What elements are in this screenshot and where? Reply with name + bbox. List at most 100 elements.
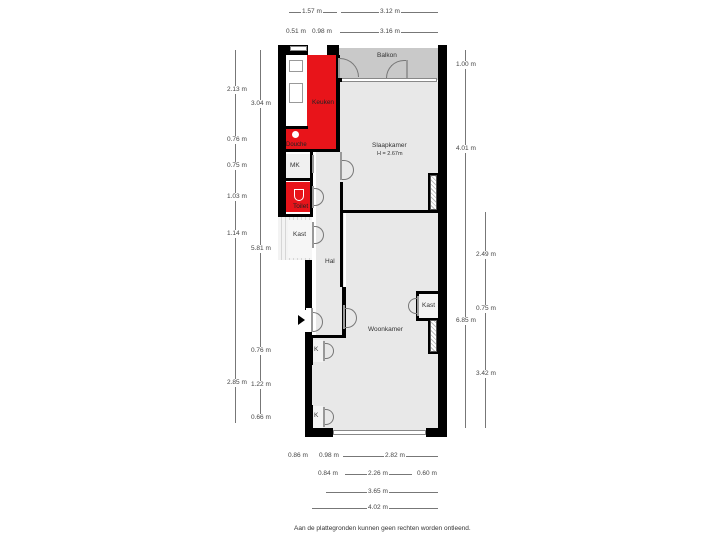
dim-left-3-04: 3.04 m	[250, 100, 272, 108]
dim-line	[260, 50, 261, 418]
dim-left-0-66: 0.66 m	[250, 414, 272, 422]
shower-drain-icon	[292, 131, 299, 138]
door-toilet[interactable]	[312, 186, 314, 208]
door-kast-left[interactable]	[312, 222, 314, 248]
wall-k-lower	[310, 405, 313, 430]
dim-bottom-3-65: 3.65 m	[367, 488, 389, 496]
wall-toilet-bottom	[286, 214, 313, 217]
room-label-k-upper: K	[314, 346, 319, 353]
dim-top-3-12: 3.12 m	[379, 8, 401, 16]
door-slaapkamer[interactable]	[340, 152, 342, 180]
woonkamer-niche	[430, 320, 437, 352]
wall-toilet-top	[286, 178, 313, 181]
wall-hal-bottom	[312, 335, 346, 338]
dim-line	[465, 50, 466, 428]
woonkamer-floor	[346, 212, 438, 430]
slaapkamer-niche	[430, 175, 437, 210]
wall-outer-left-top	[278, 45, 286, 217]
window-bottom	[333, 430, 426, 435]
door-k-lower[interactable]	[323, 407, 325, 427]
toilet-icon	[294, 189, 304, 201]
wall-douche-top	[286, 126, 308, 129]
front-door-opening	[306, 308, 312, 332]
door-balkon-left[interactable]	[338, 58, 340, 78]
dim-left-0-75: 0.75 m	[226, 162, 248, 170]
window-balkon	[341, 78, 437, 82]
wall-outer-right	[438, 45, 447, 437]
dim-line	[485, 212, 486, 428]
disclaimer-text: Aan de plattegronden kunnen geen rechten…	[294, 525, 471, 532]
dim-top-3-16: 3.16 m	[379, 28, 401, 36]
dim-left-2-85: 2.85 m	[226, 379, 248, 387]
wall-stub	[340, 78, 342, 82]
room-label-toilet: Toilet	[293, 203, 309, 210]
room-label-woonkamer: Woonkamer	[368, 326, 403, 333]
wall-slaapkamer-bottom	[340, 210, 438, 213]
room-label-hal: Hal	[325, 258, 335, 265]
room-label-keuken: Keuken	[312, 99, 335, 106]
dim-top-0-98: 0.98 m	[311, 28, 333, 36]
wall-left-hal	[305, 260, 312, 310]
wall-left-woonkamer	[305, 332, 312, 437]
dim-right-2-49: 2.49 m	[475, 251, 497, 259]
dim-bottom-0-84: 0.84 m	[317, 470, 339, 478]
room-label-douche: Douche	[286, 142, 307, 148]
stove-icon	[289, 83, 303, 103]
wall-hal-top	[286, 149, 338, 152]
door-balkon-slaapkamer[interactable]	[406, 60, 408, 78]
slaapkamer-floor	[340, 82, 438, 212]
douche-area	[286, 128, 307, 149]
dim-left-0-76: 0.76 m	[226, 136, 248, 144]
dim-right-4-01: 4.01 m	[455, 145, 477, 153]
dim-right-1-00: 1.00 m	[455, 61, 477, 69]
k-upper-area	[313, 340, 323, 362]
dim-top-1-57: 1.57 m	[301, 8, 323, 16]
door-woonkamer[interactable]	[343, 305, 345, 329]
dim-bottom-2-26: 2.26 m	[367, 470, 389, 478]
door-kast-right[interactable]	[417, 296, 419, 316]
dim-bottom-0-60: 0.60 m	[416, 470, 438, 478]
dim-top-0-51: 0.51 m	[285, 28, 307, 36]
door-k-upper[interactable]	[323, 341, 325, 361]
wall-mk-toilet-right	[310, 152, 313, 217]
dim-left-1-22: 1.22 m	[250, 381, 272, 389]
wall-bottom-right	[426, 428, 446, 437]
dim-left-0-76b: 0.76 m	[250, 347, 272, 355]
window-top-left	[290, 46, 307, 51]
front-door[interactable]	[311, 308, 313, 332]
wall-hal-right	[340, 182, 343, 287]
dim-right-6-85: 6.85 m	[455, 317, 477, 325]
dim-left-2-13: 2.13 m	[226, 86, 248, 94]
room-label-slaapkamer: Slaapkamer	[372, 142, 407, 149]
dim-right-0-75: 0.75 m	[475, 305, 497, 313]
kast-right-inner	[419, 294, 438, 318]
dim-right-3-42: 3.42 m	[475, 370, 497, 378]
room-label-k-lower: K	[314, 412, 319, 419]
dim-bottom-2-82: 2.82 m	[384, 452, 406, 460]
wall-keuken-right	[336, 55, 340, 152]
room-label-kast-left: Kast	[293, 231, 307, 238]
wall-top-mid	[327, 45, 339, 55]
dim-left-5-81: 5.81 m	[250, 245, 272, 253]
dim-bottom-4-02: 4.02 m	[367, 504, 389, 512]
dim-left-1-03: 1.03 m	[226, 193, 248, 201]
door-swing-icon	[408, 298, 417, 314]
room-label-slaapkamer-height: H = 2.67m	[377, 151, 403, 157]
wall-bottom-left	[305, 428, 333, 437]
dim-bottom-0-86: 0.86 m	[287, 452, 309, 460]
door-mk[interactable]	[312, 155, 314, 173]
kitchen-counter	[286, 55, 308, 127]
sink-icon	[289, 60, 303, 72]
mk-area	[286, 154, 310, 178]
hal-floor	[316, 150, 344, 340]
wall-k-upper	[310, 337, 313, 365]
entrance-arrow-icon	[298, 315, 305, 325]
keuken-area	[307, 55, 336, 149]
room-label-balkon: Balkon	[377, 52, 397, 59]
dim-bottom-0-98: 0.98 m	[318, 452, 340, 460]
room-label-kast-right: Kast	[422, 302, 436, 309]
kast-left-inner	[288, 220, 312, 258]
dim-left-1-14: 1.14 m	[226, 230, 248, 238]
room-label-mk: MK	[290, 162, 300, 169]
k-lower-area	[313, 406, 323, 428]
